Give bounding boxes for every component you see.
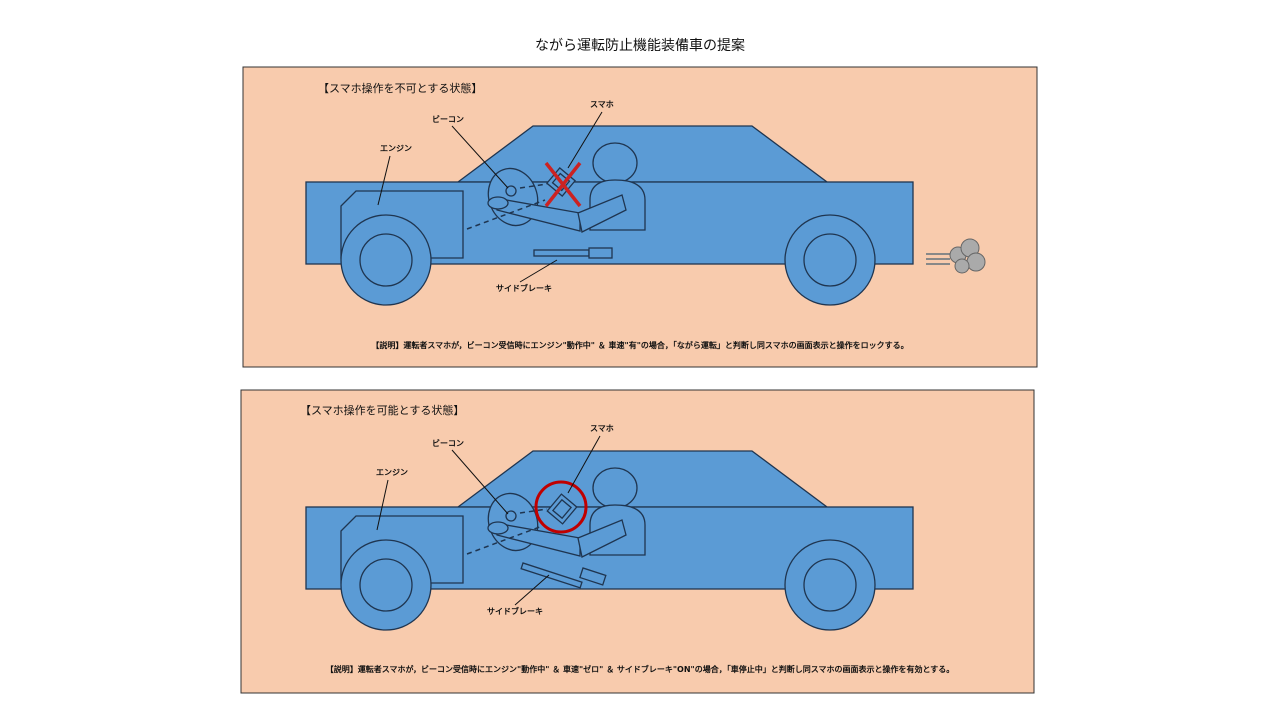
- side-brake-icon: [533, 247, 613, 259]
- panel-enabled: 【スマホ操作を可能とする状態】 エンジン ビーコン スマホ サイドブレーキ 【説…: [240, 389, 1035, 694]
- smartphone-label: スマホ: [590, 424, 614, 433]
- side-brake-icon: [520, 562, 607, 589]
- panel-heading: 【スマホ操作を可能とする状態】: [300, 403, 464, 417]
- x-mark-icon: [544, 161, 582, 208]
- panel-heading: 【スマホ操作を不可とする状態】: [318, 81, 482, 95]
- side-brake-label: サイドブレーキ: [496, 283, 552, 293]
- exhaust-cloud-icon: [926, 238, 986, 274]
- description: 【説明】運転者スマホが，ビーコン受信時にエンジン"動作中" ＆ 車速"ゼロ" ＆…: [326, 664, 954, 674]
- smartphone-icon: [546, 493, 578, 525]
- panel-locked: 【スマホ操作を不可とする状態】 エンジン ビーコン スマホ サイドブレーキ 【説…: [242, 66, 1038, 368]
- engine-label: エンジン: [376, 468, 408, 477]
- side-brake-label: サイドブレーキ: [487, 606, 543, 616]
- description: 【説明】運転者スマホが，ビーコン受信時にエンジン"動作中" ＆ 車速"有"の場合…: [371, 340, 908, 350]
- beacon-label: ビーコン: [432, 438, 464, 448]
- engine-label: エンジン: [380, 144, 412, 153]
- page-title: ながら運転防止機能装備車の提案: [535, 37, 745, 54]
- smartphone-label: スマホ: [590, 100, 614, 109]
- beacon-label: ビーコン: [432, 114, 464, 124]
- circle-mark-icon: [534, 480, 588, 534]
